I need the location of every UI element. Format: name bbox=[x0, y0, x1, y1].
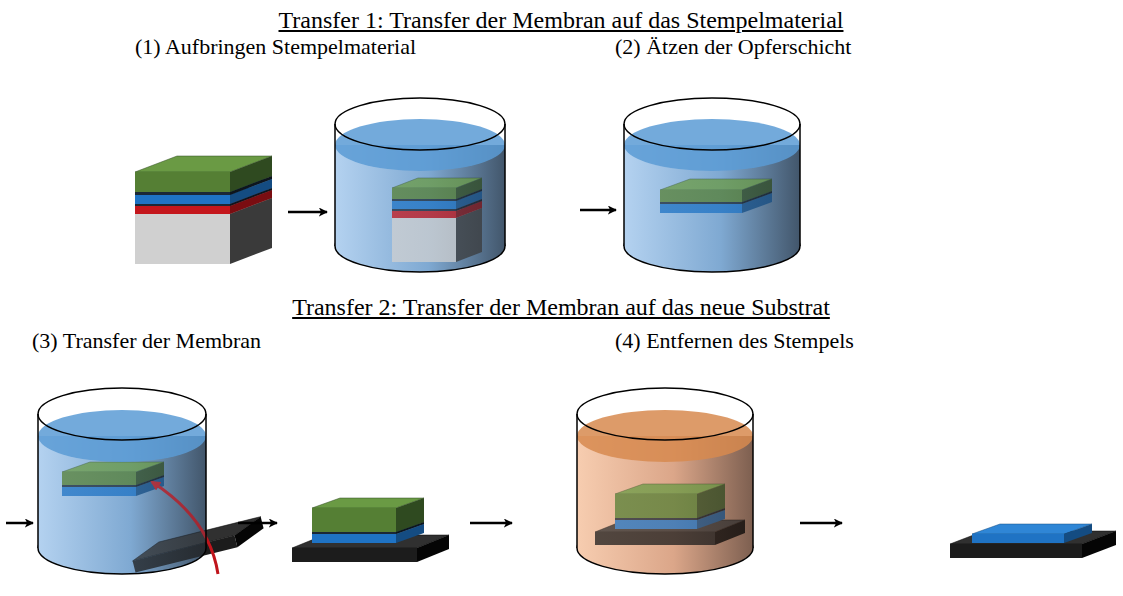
step-label: (2) Ätzen der Opferschicht bbox=[615, 34, 851, 60]
beaker-wall bbox=[335, 124, 505, 272]
front-face bbox=[135, 195, 230, 204]
liquid-tint bbox=[335, 145, 505, 272]
process-arrow bbox=[238, 522, 277, 525]
stamp-layer bbox=[312, 498, 424, 532]
front-face bbox=[135, 192, 230, 195]
step-label: (3) Transfer der Membran bbox=[32, 328, 261, 354]
etched-beaker bbox=[624, 98, 800, 272]
front-face bbox=[135, 214, 230, 264]
front-face bbox=[135, 172, 230, 192]
liquid-surface bbox=[624, 119, 800, 171]
sample-stack bbox=[135, 156, 272, 264]
liquid-tint bbox=[38, 436, 206, 574]
beaker-rim bbox=[624, 98, 800, 150]
side-face bbox=[396, 498, 424, 532]
liquid-surface bbox=[38, 410, 206, 462]
transferred-stack bbox=[292, 498, 449, 562]
process-arrow bbox=[580, 209, 616, 212]
new-substrate-slab bbox=[950, 531, 1116, 558]
beaker-rim bbox=[335, 98, 505, 150]
process-arrow bbox=[6, 522, 33, 525]
liquid-tint bbox=[624, 145, 800, 272]
process-arrow bbox=[800, 522, 842, 525]
section-heading: Transfer 2: Transfer der Membran auf das… bbox=[292, 293, 830, 322]
stamp-layer bbox=[135, 156, 272, 192]
side-face bbox=[1082, 531, 1116, 558]
front-face bbox=[972, 534, 1064, 543]
beaker-wall bbox=[624, 124, 800, 272]
beaker-rim bbox=[577, 388, 753, 440]
front-face bbox=[135, 206, 230, 214]
front-face bbox=[950, 544, 1082, 558]
front-face bbox=[312, 534, 396, 543]
solvent-beaker bbox=[577, 388, 753, 574]
process-arrow bbox=[470, 522, 512, 525]
front-face bbox=[312, 532, 396, 534]
side-face bbox=[232, 517, 267, 548]
front-face bbox=[312, 508, 396, 532]
membrane-layer bbox=[972, 524, 1092, 543]
substrate bbox=[135, 198, 272, 264]
process-arrow bbox=[288, 211, 327, 214]
step-label: (4) Entfernen des Stempels bbox=[615, 328, 854, 354]
front-face bbox=[135, 204, 230, 206]
transfer-beaker bbox=[38, 388, 266, 574]
beaker-wall bbox=[577, 414, 753, 574]
beaker-wall bbox=[38, 414, 206, 574]
beaker-rim bbox=[38, 388, 206, 440]
final-sample bbox=[950, 524, 1116, 558]
new-substrate-slab bbox=[292, 535, 449, 562]
liquid-tint bbox=[577, 436, 753, 574]
etch-beaker bbox=[335, 98, 505, 272]
liquid-surface bbox=[577, 410, 753, 462]
side-face bbox=[230, 156, 272, 192]
section-heading: Transfer 1: Transfer der Membran auf das… bbox=[279, 6, 844, 35]
front-face bbox=[292, 548, 417, 562]
liquid-surface bbox=[335, 119, 505, 171]
side-face bbox=[417, 535, 449, 562]
side-face bbox=[1064, 524, 1092, 543]
step-label: (1) Aufbringen Stempelmaterial bbox=[135, 34, 416, 60]
